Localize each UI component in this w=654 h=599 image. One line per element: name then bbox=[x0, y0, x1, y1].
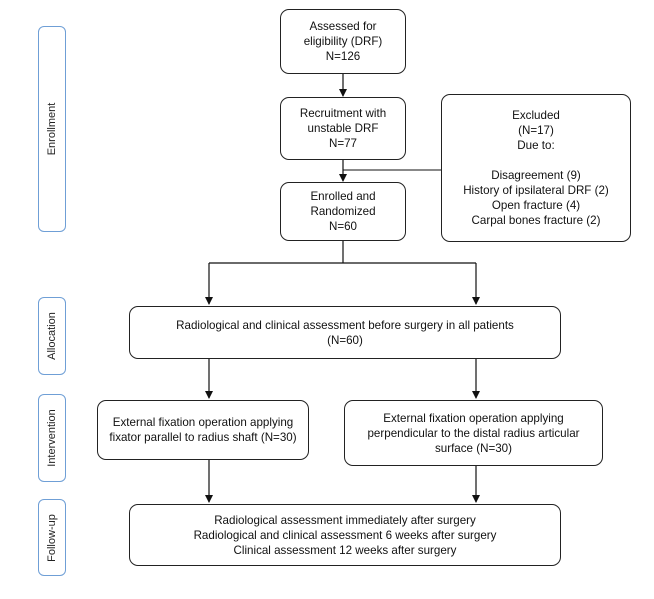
excluded-reason: Carpal bones fracture (2) bbox=[471, 214, 601, 227]
box-follow-up: Radiological assessment immediately afte… bbox=[129, 504, 561, 566]
excluded-header-line: Due to: bbox=[517, 139, 555, 152]
box-text-line: Radiological and clinical assessment bef… bbox=[176, 318, 514, 332]
box-text-line: Clinical assessment 12 weeks after surge… bbox=[233, 543, 457, 557]
box-recruitment: Recruitment with unstable DRF N=77 bbox=[280, 97, 406, 160]
box-text-line: Radiological and clinical assessment 6 w… bbox=[193, 528, 497, 542]
phase-enrollment: Enrollment bbox=[38, 26, 66, 232]
box-excluded: Excluded (N=17) Due to: Disagreement (9)… bbox=[441, 94, 631, 242]
excluded-reason: History of ipsilateral DRF (2) bbox=[463, 184, 609, 197]
box-text-line: fixator parallel to radius shaft (N=30) bbox=[109, 431, 297, 444]
box-intervention-parallel: External fixation operation applying fix… bbox=[97, 400, 309, 460]
excluded-reason: Disagreement (9) bbox=[491, 169, 581, 182]
excluded-header-line: Excluded bbox=[512, 109, 560, 122]
phase-follow-up-label: Follow-up bbox=[46, 513, 58, 562]
phase-intervention-label: Intervention bbox=[46, 409, 58, 467]
phase-enrollment-label: Enrollment bbox=[46, 102, 58, 156]
box-text-line: Enrolled and bbox=[310, 190, 376, 203]
phase-intervention: Intervention bbox=[38, 394, 66, 482]
phase-follow-up: Follow-up bbox=[38, 499, 66, 576]
phase-allocation-label: Allocation bbox=[46, 312, 58, 360]
box-text-line: N=77 bbox=[328, 137, 358, 150]
box-enrolled-randomized: Enrolled and Randomized N=60 bbox=[280, 182, 406, 241]
box-text-line: perpendicular to the distal radius artic… bbox=[367, 426, 580, 440]
box-text-line: N=60 bbox=[328, 220, 358, 233]
box-text-line: External fixation operation applying bbox=[383, 411, 564, 425]
box-text-line: (N=60) bbox=[327, 333, 363, 347]
box-intervention-perpendicular: External fixation operation applying per… bbox=[344, 400, 603, 466]
box-text-line: External fixation operation applying bbox=[112, 416, 294, 429]
box-text-line: unstable DRF bbox=[307, 122, 379, 135]
box-text-line: N=126 bbox=[325, 50, 361, 63]
box-text-line: Radiological assessment immediately afte… bbox=[214, 513, 476, 527]
box-text-line: Randomized bbox=[310, 205, 376, 218]
excluded-reason: Open fracture (4) bbox=[491, 199, 581, 212]
box-text-line: Recruitment with bbox=[299, 107, 387, 120]
box-text-line: surface (N=30) bbox=[434, 441, 512, 455]
box-text-line: eligibility (DRF) bbox=[303, 35, 383, 48]
excluded-header-line: (N=17) bbox=[518, 124, 554, 137]
box-assessed-eligibility: Assessed for eligibility (DRF) N=126 bbox=[280, 9, 406, 74]
box-text-line: Assessed for bbox=[309, 20, 377, 33]
box-allocation-assessment: Radiological and clinical assessment bef… bbox=[129, 306, 561, 359]
phase-allocation: Allocation bbox=[38, 297, 66, 375]
